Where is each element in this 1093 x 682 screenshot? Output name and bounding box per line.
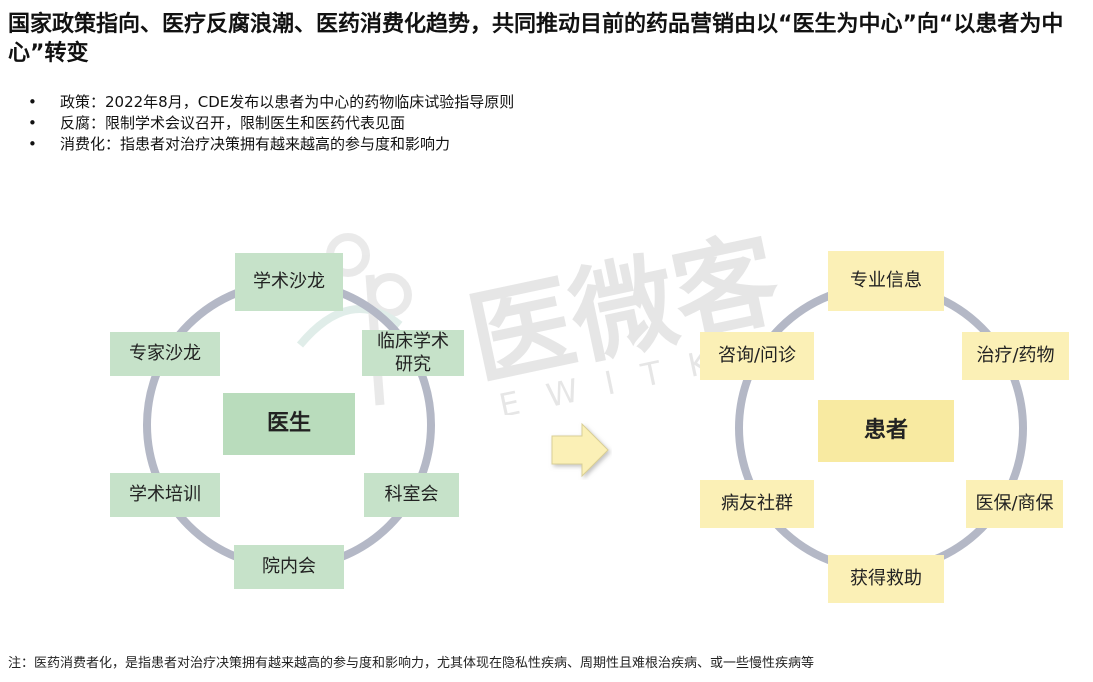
node-obtain-aid: 获得救助 xyxy=(828,555,944,603)
node-academic-salon: 学术沙龙 xyxy=(235,253,343,311)
page-title: 国家政策指向、医疗反腐浪潮、医药消费化趋势，共同推动目前的药品营销由以“医生为中… xyxy=(8,12,1064,66)
right-arrow-icon xyxy=(551,422,609,478)
node-academic-training: 学术培训 xyxy=(110,473,220,517)
node-hospital-meeting: 院内会 xyxy=(234,545,344,589)
center-patient: 患者 xyxy=(818,400,954,462)
bullet-list: 政策：2022年8月，CDE发布以患者为中心的药物临床试验指导原则 反腐：限制学… xyxy=(28,92,514,155)
footnote: 注：医药消费者化，是指患者对治疗决策拥有越来越高的参与度和影响力，尤其体现在隐私… xyxy=(8,656,815,671)
node-clinical-research-line1: 临床学术 xyxy=(377,331,449,352)
node-consultation: 咨询/问诊 xyxy=(700,332,814,380)
node-clinical-research-line2: 研究 xyxy=(395,354,431,375)
node-professional-info: 专业信息 xyxy=(828,251,944,311)
bullet-item-policy: 政策：2022年8月，CDE发布以患者为中心的药物临床试验指导原则 xyxy=(28,92,514,113)
bullet-item-consumerization: 消费化：指患者对治疗决策拥有越来越高的参与度和影响力 xyxy=(28,134,514,155)
node-treatment-drugs: 治疗/药物 xyxy=(962,332,1069,380)
node-insurance: 医保/商保 xyxy=(966,480,1063,528)
node-patient-community: 病友社群 xyxy=(700,480,814,528)
node-clinical-research: 临床学术 研究 xyxy=(362,330,464,376)
bullet-item-anticorruption: 反腐：限制学术会议召开，限制医生和医药代表见面 xyxy=(28,113,514,134)
center-doctor: 医生 xyxy=(223,393,355,455)
node-expert-salon: 专家沙龙 xyxy=(110,332,220,376)
node-department-meeting: 科室会 xyxy=(364,473,459,517)
